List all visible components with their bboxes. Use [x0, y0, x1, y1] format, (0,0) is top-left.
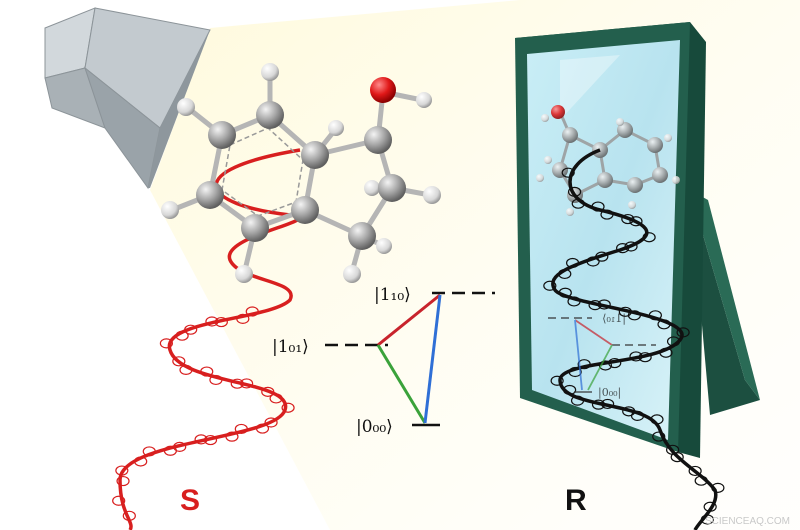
helix-ring: [703, 501, 717, 512]
helix-ring: [240, 378, 254, 389]
helix-ring: [621, 213, 635, 225]
helix-ring: [558, 287, 572, 298]
helix-ring: [577, 359, 591, 370]
helix-ring: [236, 313, 250, 324]
helix-ring: [550, 375, 564, 386]
helix-ring: [172, 356, 186, 367]
helix-ring: [115, 465, 129, 476]
helix-ring: [567, 186, 582, 197]
energy-level-diagram: |1₁₀⟩ |1₀₁⟩ |0₀₀⟩: [272, 285, 495, 437]
helix-ring: [659, 347, 673, 358]
helix-ring: [179, 364, 193, 376]
helix-ring: [203, 434, 218, 446]
helix-ring: [711, 482, 725, 493]
helix-ring: [700, 514, 714, 525]
mirror-energy-diagram: |1₁₀⟩ |0₀₀|: [548, 312, 656, 400]
helix-ring: [670, 451, 684, 463]
helix-ring: [694, 475, 708, 486]
helix-ring: [269, 393, 283, 404]
state-000-label: |0₀₀⟩: [356, 417, 393, 437]
helix-ring: [652, 431, 666, 442]
helix-ring: [571, 198, 585, 209]
helix-ring: [194, 434, 208, 445]
transition-110-101: [377, 293, 441, 347]
helix-ring: [200, 366, 214, 377]
helix-ring: [666, 336, 681, 347]
helix-ring: [588, 300, 602, 311]
helix-ring: [159, 338, 173, 349]
helix-ring: [563, 384, 577, 396]
state-101-label: |1₀₁⟩: [272, 337, 309, 357]
helix-ring: [688, 465, 702, 477]
helix-ring: [214, 316, 228, 328]
helix-ring: [638, 352, 652, 363]
r-enantiomer-label: R: [565, 484, 587, 517]
helix-ring: [184, 324, 198, 335]
helix-ring: [209, 374, 223, 386]
helix-ring: [624, 241, 638, 252]
helix-ring: [595, 251, 609, 262]
state-110-label: |1₁₀⟩: [374, 285, 411, 305]
helix-ring: [234, 423, 248, 435]
helix-ring: [264, 417, 278, 428]
helix-ring: [225, 431, 239, 442]
s-helix-rings: [112, 306, 295, 521]
helix-ring: [567, 296, 581, 307]
helix-ring: [561, 167, 575, 178]
helix-ring: [255, 423, 270, 434]
r-helix-rings: [543, 167, 725, 525]
mirror-molecule-icon: [536, 105, 680, 216]
helix-ring: [629, 216, 643, 227]
helix-ring: [642, 232, 656, 243]
helix-ring: [570, 395, 585, 406]
transition-101-000: [376, 344, 427, 424]
helix-ring: [112, 495, 126, 506]
helix-ring: [281, 402, 295, 413]
helix-ring: [586, 256, 600, 267]
mirror-state-000-label: |0₀₀|: [598, 386, 621, 400]
helix-ring: [600, 209, 614, 220]
s-enantiomer-label: S: [180, 484, 200, 517]
helix-ring: [616, 243, 630, 254]
helix-ring: [122, 510, 136, 521]
helix-ring: [648, 310, 662, 321]
molecule-icon: [161, 63, 441, 283]
helix-ring: [630, 410, 645, 421]
helix-ring: [230, 378, 244, 389]
helix-ring: [676, 327, 690, 338]
helix-ring: [591, 399, 606, 410]
helix-ring: [261, 386, 275, 397]
helix-ring: [245, 306, 259, 317]
helix-ring: [598, 360, 613, 371]
helix-ring: [116, 475, 130, 487]
helix-ring: [142, 446, 156, 457]
helix-ring: [134, 456, 148, 467]
helix-ring: [205, 316, 219, 327]
helix-ring: [657, 319, 671, 330]
microwave-horn-icon: [44, 7, 211, 190]
helix-ring: [543, 280, 557, 291]
helix-ring: [566, 257, 580, 269]
helix-ring: [597, 299, 611, 310]
helix-ring: [629, 351, 643, 362]
helix-ring: [558, 268, 572, 280]
helix-ring: [175, 330, 189, 341]
helix-ring: [591, 201, 605, 212]
mirror-state-110-label: |1₁₀⟩: [602, 312, 626, 326]
helix-ring: [568, 366, 582, 378]
helix-ring: [627, 310, 642, 321]
watermark: SCIENCEAQ.COM: [705, 516, 790, 527]
transition-110-000: [423, 294, 442, 424]
helix-ring: [650, 414, 664, 425]
helix-ring: [163, 445, 177, 456]
helix-ring: [608, 357, 622, 369]
helix-ring: [601, 398, 615, 410]
